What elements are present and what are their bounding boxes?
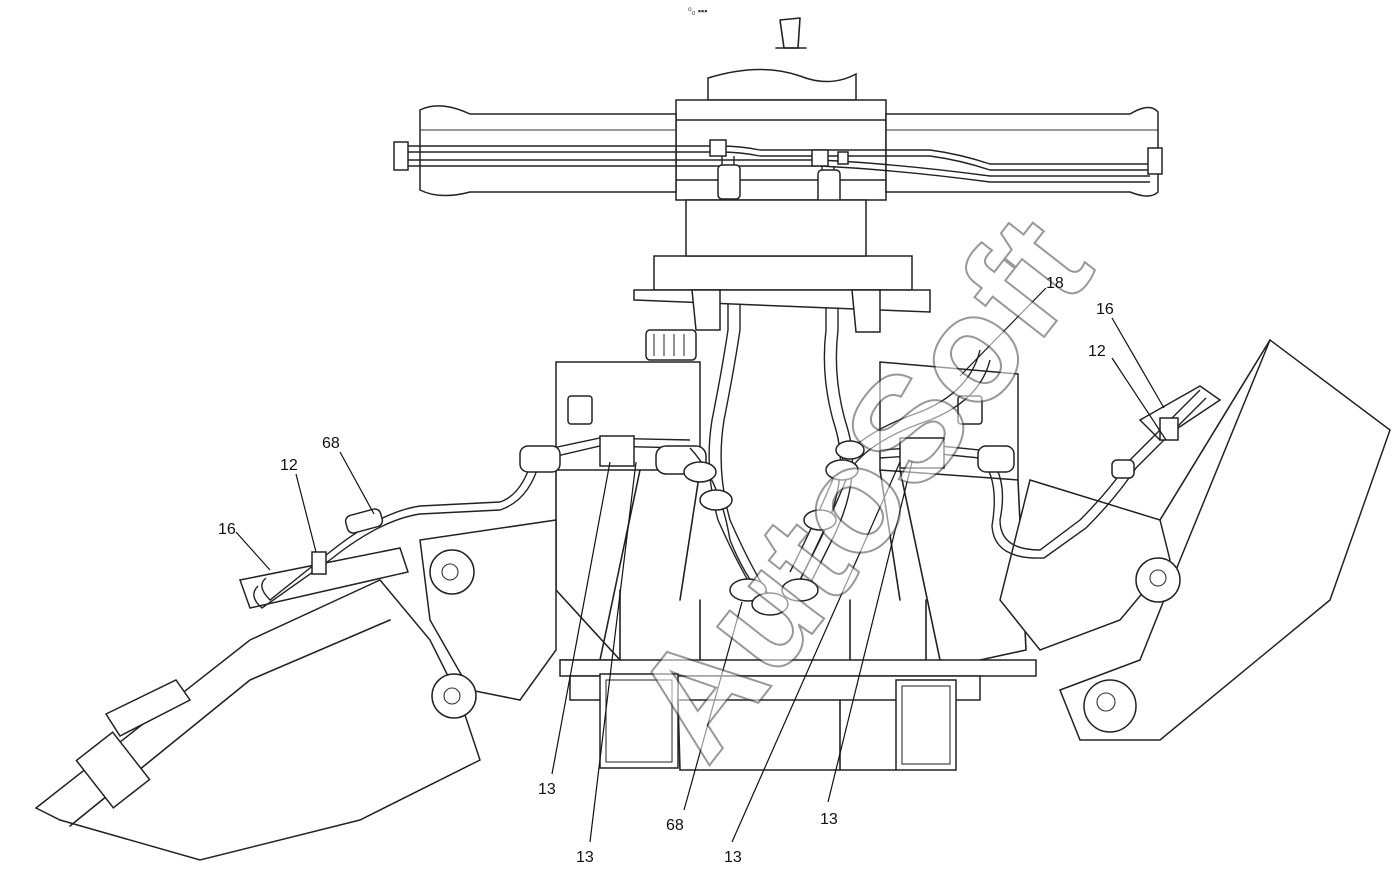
callout-12-right: 12 — [1088, 343, 1106, 360]
hoses-left — [253, 435, 781, 613]
callout-13-a: 13 — [538, 781, 556, 798]
top-mark: ⁰₀ ▪▪▪ — [688, 6, 707, 16]
callout-13-d: 13 — [820, 811, 838, 828]
callout-13-b: 13 — [576, 849, 594, 866]
callout-16-right: 16 — [1096, 301, 1114, 318]
base-frame — [559, 589, 1037, 771]
leader-lines — [235, 287, 1167, 843]
callout-13-c: 13 — [724, 849, 742, 866]
right-arm — [999, 338, 1391, 741]
upper-block — [675, 68, 887, 201]
callout-68-lower: 68 — [666, 817, 684, 834]
top-pin — [775, 17, 807, 49]
hose-clamps — [683, 440, 865, 616]
callout-12-left: 12 — [280, 457, 298, 474]
callout-68-upper: 68 — [322, 435, 340, 452]
left-arm — [34, 519, 557, 861]
breather-filter — [645, 329, 697, 361]
vertical-hoses — [708, 156, 854, 601]
swivel-housing — [633, 199, 931, 333]
steel-lines-top — [393, 139, 1163, 183]
callout-16-left: 16 — [218, 521, 236, 538]
crossbeam — [419, 105, 1159, 197]
callout-18: 18 — [1046, 275, 1064, 292]
